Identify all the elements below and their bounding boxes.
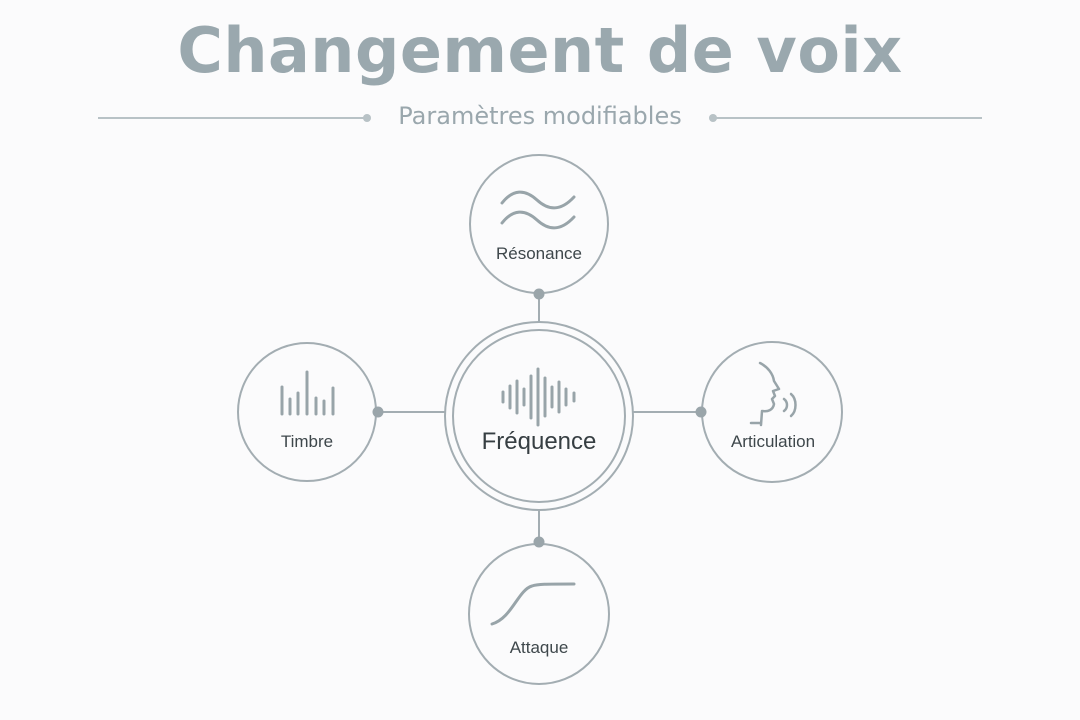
node-attaque — [468, 543, 610, 685]
double-wave-icon — [500, 190, 576, 230]
node-label-timbre: Timbre — [280, 432, 334, 451]
node-articulation — [701, 341, 843, 483]
diagram-subtitle: Paramètres modifiables — [398, 102, 682, 130]
page-title: Changement de voix — [177, 14, 903, 87]
connector-dot-left — [372, 406, 384, 418]
node-label-resonance: Résonance — [495, 244, 582, 263]
node-label-articulation: Articulation — [730, 432, 816, 451]
bar-levels-icon — [280, 370, 335, 416]
connector-dot-bottom — [533, 536, 545, 548]
speaking-face-icon — [749, 361, 797, 427]
s-curve-icon — [490, 582, 576, 626]
subtitle-rule-right-dot — [709, 114, 717, 122]
waveform-icon — [501, 367, 576, 427]
connector-dot-top — [533, 288, 545, 300]
subtitle-rule-left-dot — [363, 114, 371, 122]
node-resonance — [469, 154, 609, 294]
connector-dot-right — [695, 406, 707, 418]
node-label-frequence: Fréquence — [481, 428, 597, 455]
node-label-attaque: Attaque — [509, 638, 569, 657]
